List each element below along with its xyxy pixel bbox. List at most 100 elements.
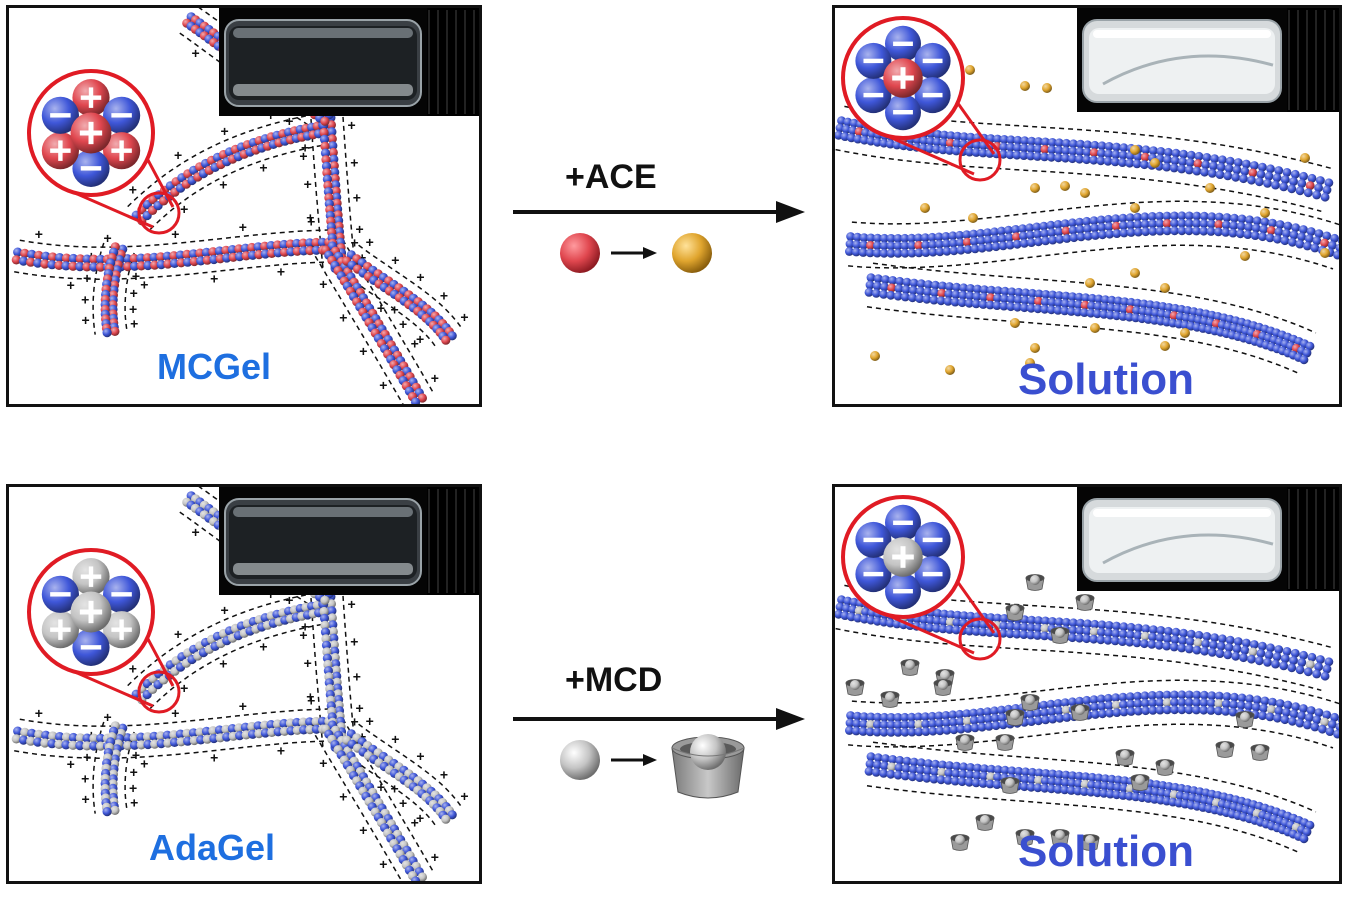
bead: [123, 262, 133, 272]
bead: [1097, 148, 1106, 158]
bead: [1179, 149, 1188, 159]
bead: [866, 720, 875, 729]
cyclodextrin-cup-icon: [1005, 604, 1025, 621]
plus-sign-icon: +: [351, 714, 359, 730]
bead: [1054, 617, 1064, 627]
bead: [1170, 690, 1179, 700]
plus-sign-icon: +: [219, 176, 227, 192]
bead: [1299, 650, 1308, 660]
bead: [1214, 706, 1223, 716]
dashed-boundary: [835, 627, 1322, 692]
bead: [1047, 707, 1057, 717]
bead: [1107, 774, 1117, 784]
bead: [1241, 638, 1251, 648]
bead: [1214, 212, 1224, 222]
cyclodextrin-cup-icon: [1130, 774, 1150, 791]
plus-sign-icon: +: [206, 8, 214, 12]
yellow-sphere-icon: [1260, 208, 1270, 218]
bead: [1236, 221, 1246, 231]
bead: [972, 771, 982, 780]
bead: [1303, 241, 1312, 251]
bead: [1014, 766, 1024, 776]
bead: [1069, 618, 1078, 628]
bead: [34, 250, 44, 260]
bead: [1104, 142, 1114, 151]
bead: [1260, 696, 1270, 706]
bead: [1093, 309, 1102, 319]
bead: [1210, 633, 1219, 642]
bead: [932, 623, 941, 633]
bead: [1299, 704, 1308, 713]
bead: [1207, 691, 1217, 700]
bead: [1325, 727, 1335, 736]
plus-sign-icon: +: [81, 771, 89, 787]
bead: [1193, 638, 1203, 648]
bead: [417, 393, 427, 403]
plus-sign-icon: +: [307, 692, 315, 708]
bead: [1192, 690, 1202, 700]
bead: [136, 740, 146, 750]
bead: [986, 772, 996, 781]
reagent-label: +ACE: [565, 158, 657, 196]
plus-sign-icon: +: [129, 660, 137, 676]
bead: [1034, 296, 1043, 306]
plus-sign-icon: +: [366, 713, 374, 729]
bead: [916, 286, 925, 296]
bead: [1027, 136, 1036, 146]
bead: [959, 611, 969, 620]
bead: [1093, 788, 1102, 798]
bead: [1013, 143, 1022, 153]
bead: [976, 707, 985, 717]
bead: [939, 617, 949, 626]
bead: [1040, 631, 1049, 641]
dashed-boundary: [14, 740, 330, 759]
bead: [879, 720, 889, 730]
bead: [922, 294, 932, 304]
bead: [865, 280, 875, 290]
plus-sign-icon: +: [379, 856, 387, 872]
dashed-boundary: [872, 741, 1317, 813]
bead: [328, 620, 338, 630]
bead: [997, 234, 1007, 243]
bead: [1086, 787, 1096, 797]
bead: [907, 720, 917, 729]
solution-illustration: [835, 487, 1339, 853]
yellow-sphere-icon: [1060, 181, 1070, 191]
bead: [1289, 230, 1299, 240]
bead: [991, 721, 1001, 731]
plus-sign-icon: +: [174, 626, 182, 642]
bead: [1231, 651, 1241, 661]
yellow-sphere-icon: [1160, 341, 1170, 351]
bead: [1162, 705, 1172, 715]
bead: [1075, 225, 1085, 234]
yellow-sphere-icon: [1025, 358, 1035, 368]
bead: [866, 712, 876, 722]
bead: [1305, 660, 1315, 669]
bead: [879, 727, 889, 737]
bead: [1041, 715, 1050, 725]
bead: [298, 238, 308, 248]
bead: [1089, 695, 1099, 704]
cyclodextrin-cup-icon: [1155, 759, 1175, 776]
bead: [1014, 287, 1024, 297]
dashed-boundary: [92, 721, 105, 814]
arrow-head-icon: [776, 708, 805, 730]
bead: [938, 624, 948, 634]
yellow-sphere-icon: [870, 351, 880, 361]
bead: [75, 733, 85, 743]
bead: [1163, 634, 1172, 644]
bead: [945, 617, 955, 627]
bead: [973, 284, 982, 294]
bead: [1133, 212, 1142, 222]
bead: [970, 244, 980, 254]
bead: [89, 254, 99, 264]
bead: [1062, 138, 1071, 148]
bead: [1193, 159, 1203, 169]
bead: [1104, 214, 1113, 224]
red-sphere-icon: [560, 233, 600, 273]
bead: [1169, 163, 1179, 173]
bead: [1148, 698, 1157, 708]
bead: [1206, 227, 1216, 236]
bead: [1155, 705, 1165, 715]
